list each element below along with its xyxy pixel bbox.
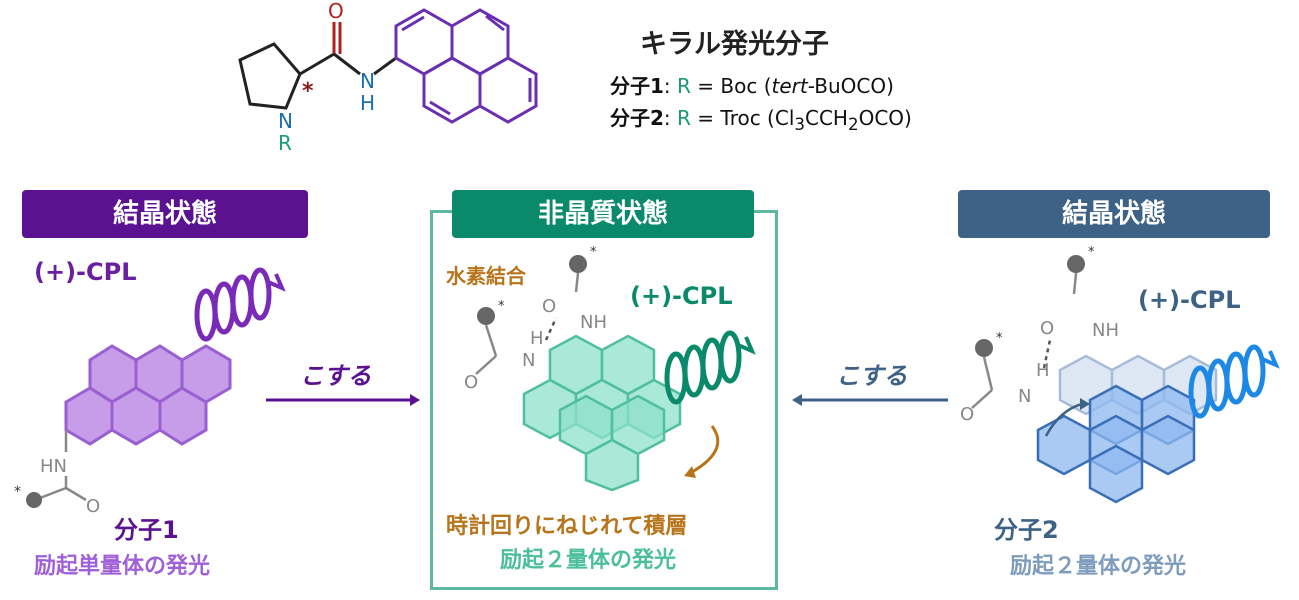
center-header: 非晶質状態 [452, 190, 754, 238]
ring-n-label: N [278, 109, 293, 133]
left-cpl-label: (+)-CPL [34, 258, 137, 286]
legend-line-1: 分子1: R = Boc (tert-BuOCO) [610, 74, 894, 98]
legend-line-2: 分子2: R = Troc (Cl3CCH2OCO) [610, 106, 912, 134]
svg-text:*: * [590, 245, 597, 260]
center-molecule: * O NH * O N H [464, 245, 756, 492]
pyrene-dimer-blue [1036, 384, 1196, 504]
svg-text:NH: NH [580, 312, 607, 333]
amide-n-label: N [360, 69, 375, 93]
top-structure: O N H N R * [238, 0, 538, 155]
svg-text:H: H [530, 328, 544, 349]
center-cpl-label: (+)-CPL [630, 282, 733, 310]
legend-r-1: R [677, 74, 691, 98]
right-emission: 励起２量体の発光 [1010, 554, 1187, 579]
right-rub-arrow [792, 394, 948, 406]
left-emission: 励起単量体の発光 [34, 554, 211, 579]
svg-text:NH: NH [1092, 320, 1119, 341]
right-cpl-label: (+)-CPL [1138, 286, 1241, 314]
cpl-helix-icon [664, 330, 756, 405]
amide-h-label: H [360, 91, 375, 115]
svg-text:O: O [1040, 318, 1054, 339]
legend-r-2: R [677, 106, 691, 130]
center-emission: 励起２量体の発光 [500, 548, 677, 573]
left-header: 結晶状態 [22, 190, 308, 238]
twist-arrow-icon [691, 425, 720, 474]
svg-text:O: O [464, 372, 478, 393]
svg-text:O: O [86, 496, 100, 517]
right-molecule-name: 分子2 [994, 516, 1059, 544]
right-rub-label: こする [836, 362, 908, 390]
r-group-label: R [278, 131, 292, 155]
svg-text:N: N [1018, 386, 1031, 407]
pyrene-top [394, 8, 538, 124]
legend-mol-2: 分子2 [610, 106, 664, 130]
left-rub-arrow [266, 394, 420, 406]
substituent-dot [26, 492, 42, 508]
svg-text:*: * [1088, 245, 1095, 260]
svg-text:O: O [960, 404, 974, 425]
svg-text:*: * [498, 299, 505, 314]
left-rub-label: こする [300, 362, 372, 390]
svg-text:HN: HN [40, 456, 67, 477]
svg-text:H: H [1036, 360, 1050, 381]
right-molecule: * O NH * O N H [960, 245, 1280, 504]
svg-text:N: N [522, 350, 535, 371]
center-hbond-label: 水素結合 [446, 264, 526, 288]
left-molecule-name: 分子1 [114, 516, 179, 544]
legend-mol-1: 分子1 [610, 74, 664, 98]
svg-text:*: * [14, 484, 21, 500]
pyrene-dimer [522, 334, 682, 492]
stereocenter-mark: * [302, 79, 314, 104]
carbonyl-o-label: O [328, 0, 344, 23]
left-molecule: HN O * [14, 267, 286, 517]
svg-text:O: O [542, 296, 556, 317]
pyrene-monomer [64, 344, 232, 446]
pyrrolidine-ring [238, 42, 302, 110]
cpl-helix-icon [1188, 344, 1280, 419]
page-title: キラル発光分子 [640, 29, 829, 60]
stack-arrow-icon [1044, 402, 1083, 437]
center-stacking-label: 時計回りにねじれて積層 [446, 514, 688, 539]
right-header: 結晶状態 [958, 190, 1270, 238]
svg-text:*: * [996, 331, 1003, 346]
cpl-helix-icon [194, 267, 286, 342]
